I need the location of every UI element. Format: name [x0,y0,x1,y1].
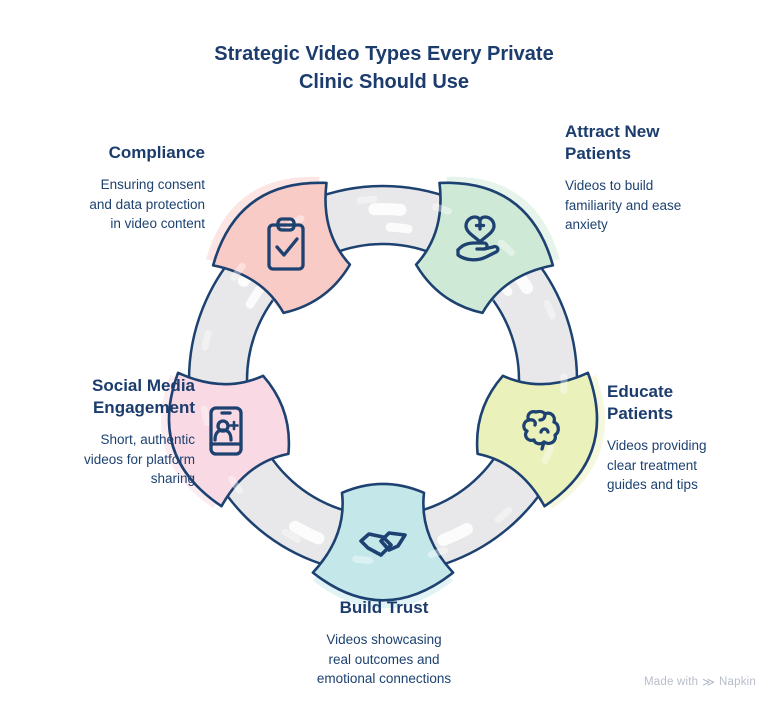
segment-educate-patients [475,371,599,508]
segment-title: Build Trust [339,598,429,617]
segment-compliance [211,181,352,315]
segment-title: Social Media Engagement [92,376,195,418]
clipboard-check-icon [267,217,305,271]
label-attract-new-patients: Attract New Patients Videos to build fam… [565,121,697,235]
segment-description: Ensuring consent and data protection in … [89,177,205,232]
napkin-logo-icon: ≫ [702,675,715,689]
segment-title: Attract New Patients [565,122,660,164]
segment-description: Videos showcasing real outcomes and emot… [316,632,452,687]
segment-description: Videos providing clear treatment guides … [607,438,707,493]
label-social-media-engagement: Social Media Engagement Short, authentic… [69,375,195,489]
watermark: Made with ≫ Napkin [644,675,756,689]
ribbons [167,181,599,602]
brain-icon [522,409,560,451]
label-educate-patients: Educate Patients Videos providing clear … [607,381,719,495]
segment-social-media-engagement [167,371,291,508]
hand-holding-heart-icon [456,215,500,262]
ribbon-sketch-highlight [198,195,568,565]
segment-title: Compliance [108,143,205,162]
label-build-trust: Build Trust Videos showcasing real outco… [314,597,454,689]
segment-title: Educate Patients [607,382,674,424]
watermark-prefix: Made with [644,676,699,688]
label-compliance: Compliance Ensuring consent and data pro… [83,142,205,234]
page-title: Strategic Video Types Every Private Clin… [214,43,554,93]
segment-description: Short, authentic videos for platform sha… [83,432,195,487]
segment-description: Videos to build familiarity and ease anx… [565,178,682,233]
smartphone-add-user-icon [209,406,243,456]
watermark-brand: Napkin [719,676,756,688]
handshake-icon [359,531,407,557]
